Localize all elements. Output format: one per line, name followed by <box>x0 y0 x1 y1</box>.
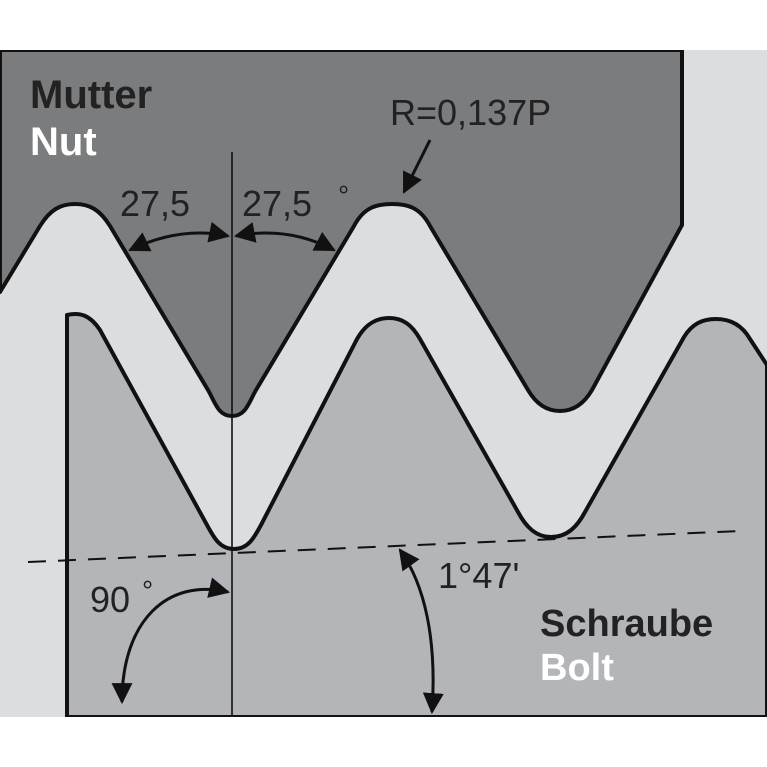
flank-angle-arrow-right <box>233 222 336 252</box>
right-angle-degree: ° <box>142 575 153 606</box>
nut-region <box>0 50 684 418</box>
bolt-label-german: Schraube <box>540 603 713 645</box>
bolt-region <box>65 311 767 717</box>
nut-label-german: Mutter <box>30 73 152 117</box>
taper-angle-arrow <box>398 548 444 715</box>
right-angle-arrow <box>111 577 231 705</box>
radius-label: R=0,137P <box>390 92 551 133</box>
flank-angle-right-label: 27,5 <box>242 183 312 224</box>
radius-leader-arrow <box>402 139 432 194</box>
nut-label-english: Nut <box>30 120 97 164</box>
flank-angle-left-label: 27,5 <box>120 183 190 224</box>
right-angle-label: 90 <box>90 579 130 620</box>
flank-angle-arrow-left <box>128 221 231 252</box>
bolt-label-english: Bolt <box>540 647 614 689</box>
flank-angle-right-degree: ° <box>338 180 349 211</box>
taper-angle-label: 1°47' <box>438 555 519 596</box>
